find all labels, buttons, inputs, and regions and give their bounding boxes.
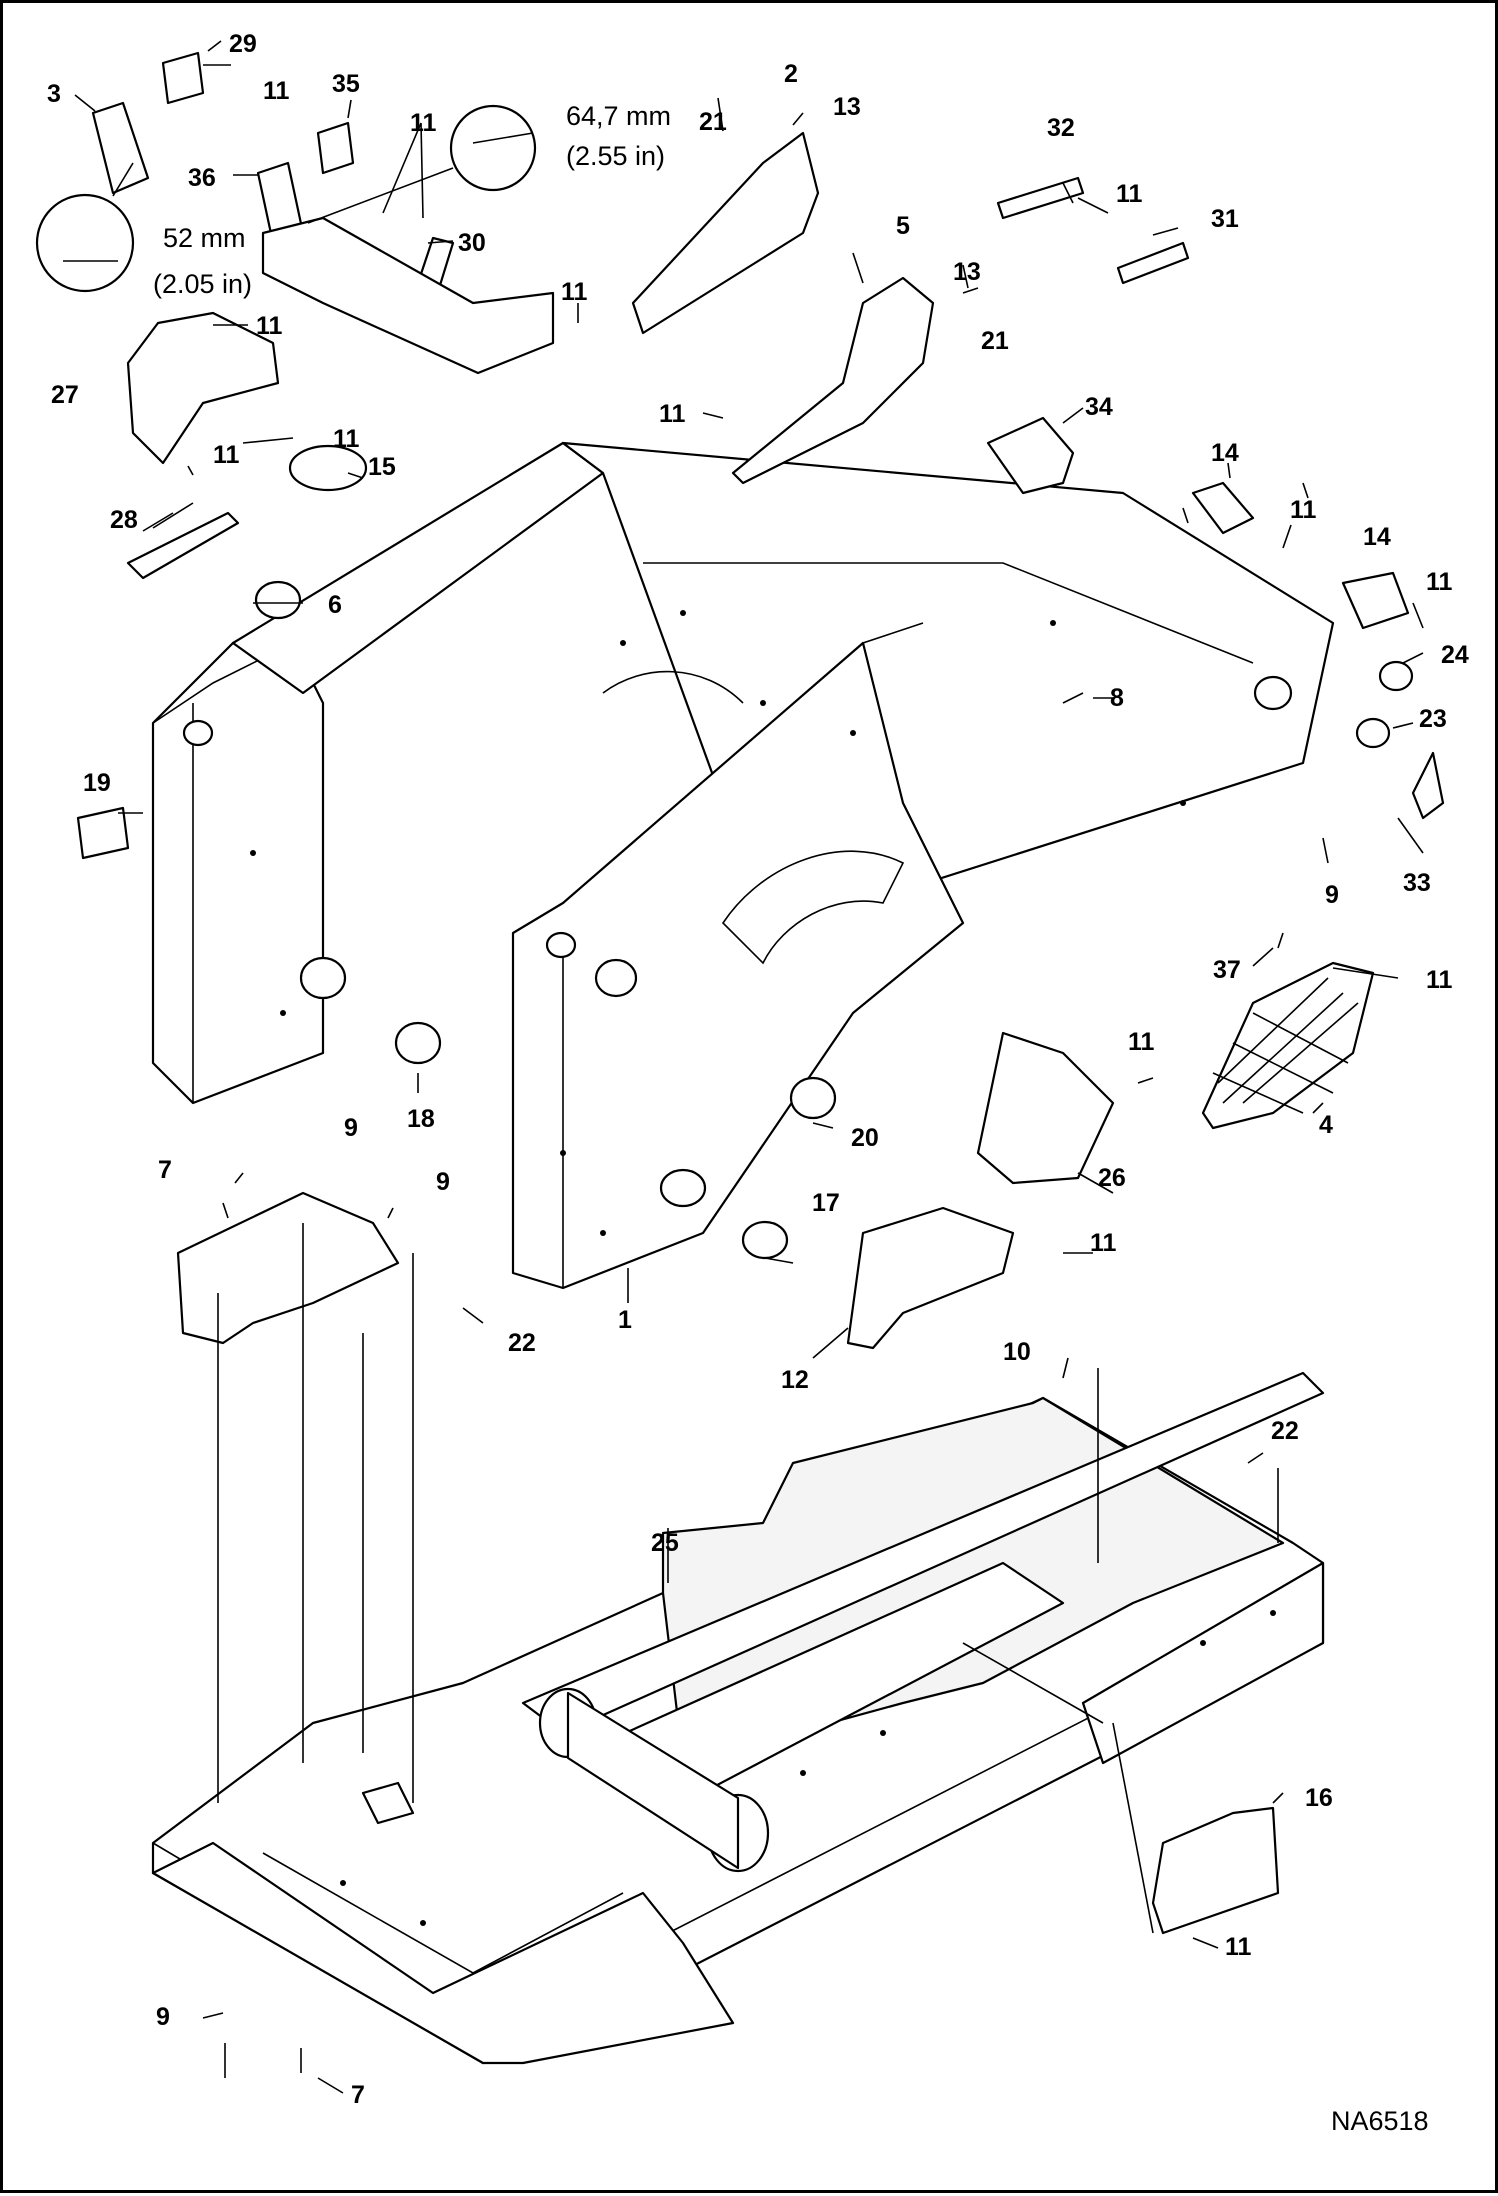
callout-11: 11 [256, 312, 283, 340]
callout-11: 11 [1426, 568, 1453, 596]
callout-1: 1 [618, 1306, 632, 1334]
callout-13: 13 [953, 258, 981, 286]
lower-chassis [151, 1371, 1325, 2065]
part-4-grille [1201, 961, 1375, 1130]
callout-10: 10 [1003, 1338, 1031, 1366]
part-15-grommet [288, 444, 368, 492]
dimension-lower-metric: 52 mm [163, 223, 246, 253]
part-12-plate [846, 1206, 1015, 1350]
callout-31: 31 [1211, 205, 1239, 233]
callout-5: 5 [896, 212, 910, 240]
part-6-bushing [254, 580, 302, 620]
part-29-bracket [161, 51, 205, 105]
dimension-upper-metric: 64,7 mm [566, 101, 671, 131]
callout-35: 35 [332, 70, 360, 98]
callout-27: 27 [51, 381, 79, 409]
part-31-bracket [1116, 241, 1190, 285]
part-28-strap [126, 511, 240, 580]
callout-17: 17 [812, 1189, 840, 1217]
callout-7: 7 [158, 1156, 172, 1184]
callout-34: 34 [1085, 393, 1113, 421]
part-26-cover [976, 1031, 1115, 1185]
callout-29: 29 [229, 30, 257, 58]
part-2-bracket [631, 131, 820, 335]
callout-23: 23 [1419, 705, 1447, 733]
part-32-bracket [996, 176, 1085, 220]
main-frame [151, 441, 1335, 1290]
mount-bracket-left [176, 1191, 400, 1345]
dimension-bubble-lower [35, 193, 135, 293]
callout-19: 19 [83, 769, 111, 797]
callout-22: 22 [1271, 1417, 1299, 1445]
part-3-bracket [91, 101, 150, 195]
part-34-bracket [986, 416, 1075, 495]
part-16-shield [1151, 1806, 1280, 1935]
callout-11: 11 [213, 441, 240, 469]
callout-33: 33 [1403, 869, 1431, 897]
leader-lines [74, 40, 1424, 2094]
callout-26: 26 [1098, 1164, 1126, 1192]
callout-11: 11 [1128, 1028, 1155, 1056]
callout-14: 14 [1211, 439, 1239, 467]
callout-2: 2 [784, 60, 798, 88]
callout-22: 22 [508, 1329, 536, 1357]
callout-15: 15 [368, 453, 396, 481]
dimension-bubble-upper [449, 104, 537, 192]
callout-11: 11 [659, 400, 686, 428]
callout-11: 11 [410, 109, 437, 137]
part-17-bushing [741, 1220, 789, 1260]
drawing-code: NA6518 [1331, 2106, 1429, 2136]
callout-4: 4 [1319, 1111, 1333, 1139]
dimension-lower-imperial: (2.05 in) [153, 269, 252, 299]
callout-11: 11 [1225, 1933, 1252, 1961]
callout-16: 16 [1305, 1784, 1333, 1812]
callout-21: 21 [981, 327, 1009, 355]
grille-mesh [1212, 977, 1359, 1114]
callout-11: 11 [1290, 496, 1317, 524]
callout-21: 21 [699, 108, 727, 136]
callout-37: 37 [1213, 956, 1241, 984]
callout-11: 11 [263, 77, 290, 105]
callout-9: 9 [1325, 881, 1339, 909]
callout-13: 13 [833, 93, 861, 121]
part-23-bushing [1355, 717, 1391, 749]
callout-11: 11 [561, 278, 588, 306]
callout-18: 18 [407, 1105, 435, 1133]
callout-14: 14 [1363, 523, 1391, 551]
part-20-bushing [789, 1076, 837, 1120]
callout-24: 24 [1441, 641, 1469, 669]
part-27-cover [126, 311, 280, 465]
cover-upper-left [261, 216, 555, 375]
part-14-shield-a [1191, 481, 1255, 535]
callout-20: 20 [851, 1124, 879, 1152]
callout-11: 11 [1116, 180, 1143, 208]
callout-9: 9 [344, 1114, 358, 1142]
callout-7: 7 [351, 2081, 365, 2109]
callout-30: 30 [458, 229, 486, 257]
exploded-parts-diagram: 29 3 11 35 11 36 30 11 11 27 11 15 11 28… [35, 30, 1469, 2136]
part-18-bushing [394, 1021, 442, 1065]
part-14-shield-b [1341, 571, 1410, 630]
callout-25: 25 [651, 1529, 679, 1557]
callout-11: 11 [333, 425, 360, 453]
part-24-bushing [1378, 660, 1414, 692]
callout-6: 6 [328, 591, 342, 619]
part-33-bracket [1411, 751, 1445, 820]
dimension-upper-imperial: (2.55 in) [566, 141, 665, 171]
callout-9: 9 [156, 2003, 170, 2031]
callout-labels: 29 3 11 35 11 36 30 11 11 27 11 15 11 28… [47, 30, 1469, 2109]
callout-11: 11 [1426, 966, 1453, 994]
callout-3: 3 [47, 80, 61, 108]
callout-36: 36 [188, 164, 216, 192]
callout-32: 32 [1047, 114, 1075, 142]
callout-9: 9 [436, 1168, 450, 1196]
callout-28: 28 [110, 506, 138, 534]
part-19-clip [76, 806, 130, 860]
callout-11: 11 [1090, 1229, 1117, 1257]
part-5-bracket [731, 276, 935, 485]
callout-12: 12 [781, 1366, 809, 1394]
part-35-bracket [316, 121, 355, 175]
callout-8: 8 [1110, 684, 1124, 712]
